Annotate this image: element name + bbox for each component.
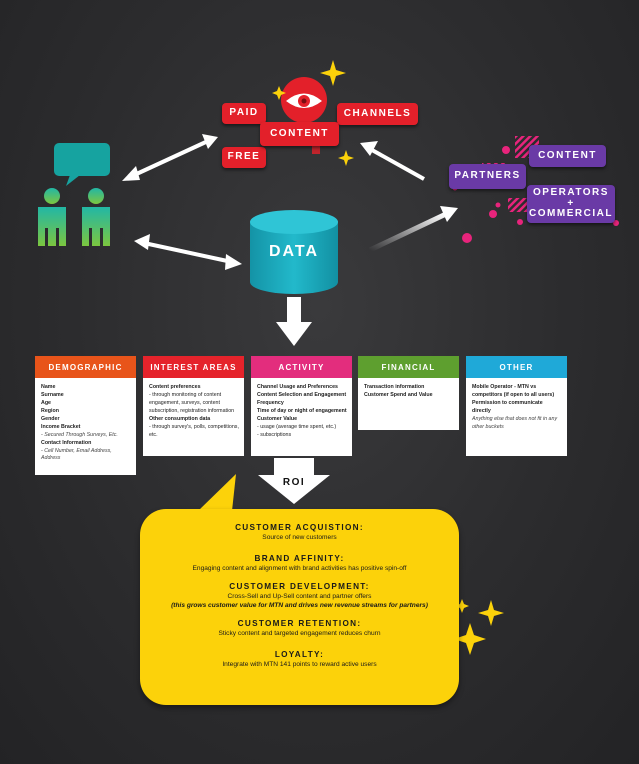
free-tag: FREE xyxy=(222,147,266,168)
arrow-data-down xyxy=(276,297,312,346)
category-line: Content Selection and Engagement xyxy=(257,391,347,398)
category-line: Other consumption data xyxy=(149,415,211,422)
category-line: Mobile Operator - MTN vs xyxy=(472,384,537,390)
category-header: DEMOGRAPHIC xyxy=(35,356,136,378)
arrow-partners-channels xyxy=(360,141,425,181)
roi-item-description: Engaging content and alignment with bran… xyxy=(192,565,407,572)
category-line: - through survey's, polls, competitions,… xyxy=(149,423,239,438)
category-header: FINANCIAL xyxy=(358,356,459,378)
category-line: Anything else that does not fit in any xyxy=(472,415,558,422)
category-line: competitors (if open to all users) xyxy=(472,391,555,398)
people-chat-icon xyxy=(38,143,110,246)
arrow-people-channels xyxy=(122,134,218,181)
category-line: Customer Value xyxy=(257,415,298,422)
category-line: Gender xyxy=(41,415,60,422)
partners-tag: PARTNERS xyxy=(449,164,526,189)
category-line: Time of day or night of engagement xyxy=(257,407,347,414)
database-icon xyxy=(250,210,338,294)
data-label: DATA xyxy=(268,243,320,260)
roi-arrow xyxy=(258,458,330,504)
content-channel-tag: CONTENT xyxy=(260,122,339,146)
roi-label: ROI xyxy=(282,477,306,488)
category-line: subscription, registration information xyxy=(149,407,235,414)
category-line: Age xyxy=(41,399,52,406)
category-line: - through monitoring of content xyxy=(149,391,222,398)
category-line: engagement, surveys, content xyxy=(149,399,220,406)
category-header: OTHER xyxy=(466,356,567,378)
category-header: ACTIVITY xyxy=(251,356,352,378)
category-line: Channel Usage and Preferences xyxy=(257,384,338,390)
category-line: Region xyxy=(41,407,59,414)
sparkle-stars xyxy=(272,60,504,655)
roi-item-title: LOYALTY: xyxy=(274,650,325,659)
category-line: Transaction information xyxy=(364,384,425,390)
category-line: - Secured Through Surveys, Etc. xyxy=(41,431,118,438)
roi-item-description: Sticky content and targeted engagement r… xyxy=(218,630,381,637)
roi-item-title: BRAND AFFINITY: xyxy=(254,554,345,563)
paid-tag: PAID xyxy=(222,103,266,124)
roi-item-title: CUSTOMER DEVELOPMENT: xyxy=(229,582,370,591)
content-partner-tag: CONTENT xyxy=(529,145,606,167)
bubble-tail xyxy=(198,474,236,511)
category-line: - usage (average time spent, etc.) xyxy=(257,423,337,430)
category-line: Income Bracket xyxy=(41,423,81,430)
category-line: Permission to communicate directly xyxy=(472,399,543,414)
category-line: Contact Information xyxy=(41,439,92,446)
category-card-body: Content preferences- through monitoring … xyxy=(143,378,244,456)
category-line: Content preferences xyxy=(149,384,201,390)
arrow-data-partners xyxy=(368,206,458,253)
decor-hatch-red xyxy=(312,146,320,154)
commercial-label: COMMERCIAL xyxy=(529,208,613,220)
category-line: - Cell Number, Email Address, Address xyxy=(41,447,112,462)
roi-item-description: (this grows customer value for MTN and d… xyxy=(171,602,428,609)
category-header: INTEREST AREAS xyxy=(143,356,244,378)
category-line: Frequency xyxy=(257,399,284,406)
operators-label: OPERATORS xyxy=(533,187,609,199)
operators-commercial-tag: OPERATORS + COMMERCIAL xyxy=(527,185,615,223)
channels-tag: CHANNELS xyxy=(337,103,418,125)
category-line: Surname xyxy=(41,391,64,398)
category-line: Name xyxy=(41,384,56,390)
arrow-people-data xyxy=(134,234,242,270)
plus-label: + xyxy=(567,197,575,209)
eye-icon xyxy=(281,77,327,123)
roi-item-title: CUSTOMER ACQUISTION: xyxy=(235,523,364,532)
category-line: - subscriptions xyxy=(257,431,292,438)
roi-item-title: CUSTOMER RETENTION: xyxy=(237,619,362,628)
roi-item-description: Source of new customers xyxy=(262,534,337,541)
roi-item-description: Integrate with MTN 141 points to reward … xyxy=(222,661,377,668)
category-line: other buckets xyxy=(472,423,504,430)
category-line: Customer Spend and Value xyxy=(364,391,433,398)
roi-benefits-bubble: CUSTOMER ACQUISTION: Source of new custom… xyxy=(140,509,459,705)
roi-item-description: Cross-Sell and Up-Sell content and partn… xyxy=(227,593,372,600)
